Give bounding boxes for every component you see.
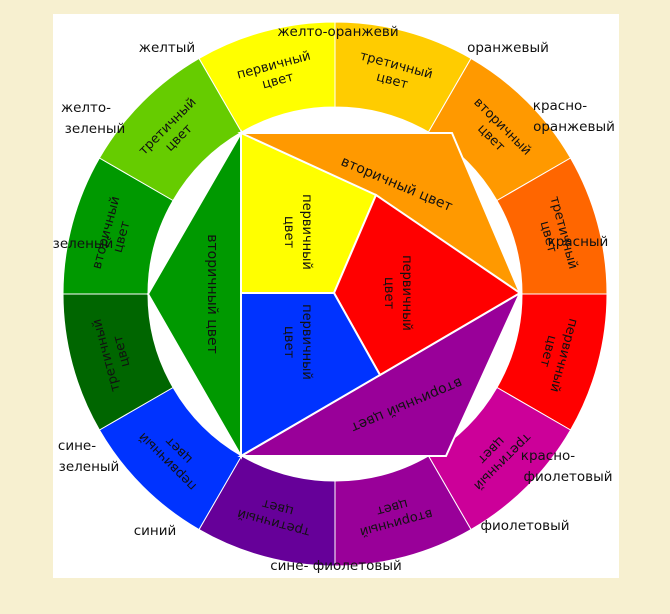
color-names: желтый желто-оранжевй оранжевый красно- … xyxy=(53,24,615,574)
name-blue-green-line-2: зеленый xyxy=(59,459,120,475)
ring-segment-yellow-green xyxy=(98,57,243,202)
blue-primary-line-1: первичный xyxy=(299,304,314,380)
label-red-primary: первичный цвет xyxy=(381,255,414,331)
red-primary-line-2: цвет xyxy=(381,277,396,310)
name-red: красный xyxy=(548,234,609,250)
name-red-orange-line-1: красно- xyxy=(533,98,588,114)
name-blue: синий xyxy=(134,523,177,539)
center-color-scheme: вторичный цвет вторичный цвет вторичный … xyxy=(146,129,523,460)
color-ring xyxy=(62,21,608,567)
name-yellow-green-line-1: желто- xyxy=(61,100,111,116)
name-red-violet-line-2: фиолетовый xyxy=(523,469,612,485)
green-triangle-text: вторичный цвет xyxy=(204,234,220,354)
name-yellow-orange: желто-оранжевй xyxy=(277,24,398,40)
name-blue-violet: сине- фиолетовый xyxy=(270,558,402,574)
name-yellow: желтый xyxy=(139,40,195,56)
name-red-orange-line-2: оранжевый xyxy=(533,119,615,135)
blue-primary-line-2: цвет xyxy=(281,326,296,359)
label-yellow-primary: первичный цвет xyxy=(281,194,314,270)
primary-blue-triangle xyxy=(240,292,382,458)
yellow-primary-line-2: цвет xyxy=(281,216,296,249)
label-blue-primary: первичный цвет xyxy=(281,304,314,380)
yellow-primary-line-1: первичный xyxy=(299,194,314,270)
name-violet: фиолетовый xyxy=(480,518,569,534)
name-yellow-green-line-2: зеленый xyxy=(65,121,126,137)
name-red-violet-line-1: красно- xyxy=(521,448,576,464)
red-primary-line-1: первичный xyxy=(399,255,414,331)
name-green: зеленый xyxy=(53,236,114,252)
name-blue-green-line-1: сине- xyxy=(58,438,96,454)
label-green-triangle: вторичный цвет xyxy=(204,234,220,354)
name-orange: оранжевый xyxy=(467,40,549,56)
